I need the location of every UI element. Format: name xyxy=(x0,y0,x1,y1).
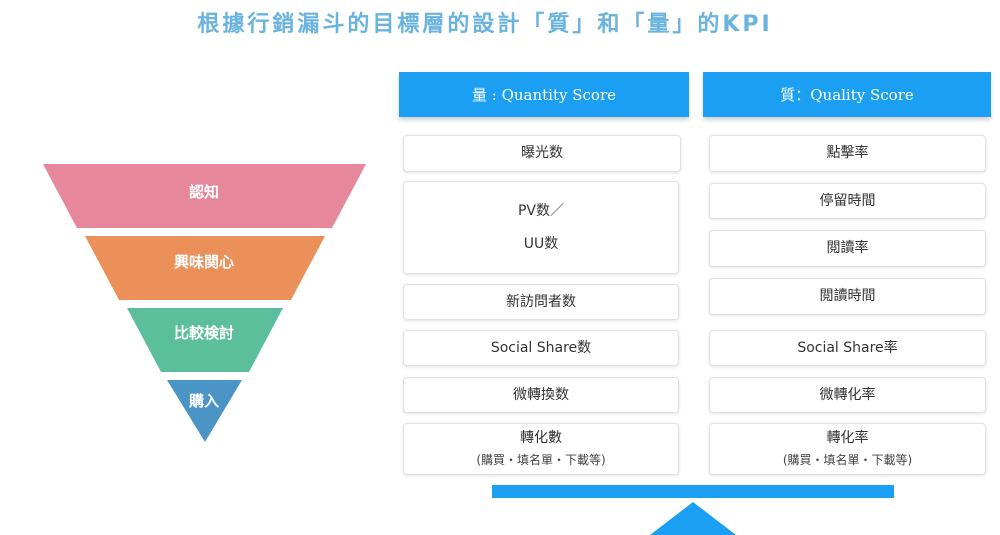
quantity-kpi-new-visitors: 新訪問者数 xyxy=(403,284,679,320)
kpi-label: 轉化率 xyxy=(826,430,869,447)
funnel-stage-awareness-shape xyxy=(43,164,366,228)
quality-kpi-read-time: 閲讀時間 xyxy=(709,278,986,315)
quality-kpi-social-share-rate: Social Share率 xyxy=(709,330,986,366)
kpi-label-line2: UU数 xyxy=(523,235,559,252)
quality-kpi-dwell-time: 停留時間 xyxy=(709,183,986,219)
kpi-sublabel: (購買・填名單・下載等) xyxy=(476,453,606,468)
quantity-score-header: 量 : Quantity Score xyxy=(399,72,689,117)
balance-fulcrum xyxy=(650,502,736,535)
funnel-graphic xyxy=(43,164,366,442)
funnel-stage-consideration: 比較検討 xyxy=(173,324,234,342)
quality-score-header: 質：Quality Score xyxy=(703,72,991,117)
quantity-kpi-conversions: 轉化數 (購買・填名單・下載等) xyxy=(403,423,679,475)
funnel-stage-interest: 興味関心 xyxy=(173,253,234,271)
funnel-stage-consideration-shape xyxy=(127,308,283,372)
balance-beam xyxy=(492,485,894,498)
page-title: 根據行銷漏斗的目標層的設計「質」和「量」的KPI xyxy=(197,12,773,37)
kpi-sublabel: (購買・填名單・下載等) xyxy=(782,453,913,468)
kpi-label: 轉化數 xyxy=(520,430,562,447)
quantity-kpi-impressions: 曝光数 xyxy=(403,135,681,172)
kpi-label: 閲讀率 xyxy=(826,240,869,257)
kpi-label: 微轉換数 xyxy=(513,386,569,403)
kpi-label: Social Share数 xyxy=(490,339,592,356)
quality-kpi-read-rate: 閲讀率 xyxy=(709,230,986,267)
quantity-kpi-pv-uu: PV数／ UU数 xyxy=(403,181,679,274)
quality-kpi-conversion-rate: 轉化率 (購買・填名單・下載等) xyxy=(709,423,986,475)
kpi-label: 停留時間 xyxy=(819,192,876,209)
marketing-funnel: 認知 興味関心 比較検討 購入 xyxy=(0,0,400,535)
quantity-kpi-social-share: Social Share数 xyxy=(403,330,679,366)
kpi-label: 閲讀時間 xyxy=(819,288,876,305)
quality-kpi-micro-conversion-rate: 微轉化率 xyxy=(709,377,986,413)
quantity-kpi-micro-conversions: 微轉換数 xyxy=(403,377,679,413)
kpi-label: 曝光数 xyxy=(521,145,563,162)
funnel-stage-purchase: 購入 xyxy=(188,392,219,410)
kpi-label: Social Share率 xyxy=(797,339,898,356)
kpi-label: 點擊率 xyxy=(826,145,869,162)
funnel-stage-interest-shape xyxy=(85,236,325,300)
funnel-stage-awareness: 認知 xyxy=(188,183,219,201)
kpi-label: PV数／ xyxy=(517,203,565,220)
kpi-label: 新訪問者数 xyxy=(506,293,576,310)
funnel-stage-purchase-shape xyxy=(167,380,242,442)
quality-kpi-ctr: 點擊率 xyxy=(709,135,986,172)
kpi-label: 微轉化率 xyxy=(819,386,876,403)
